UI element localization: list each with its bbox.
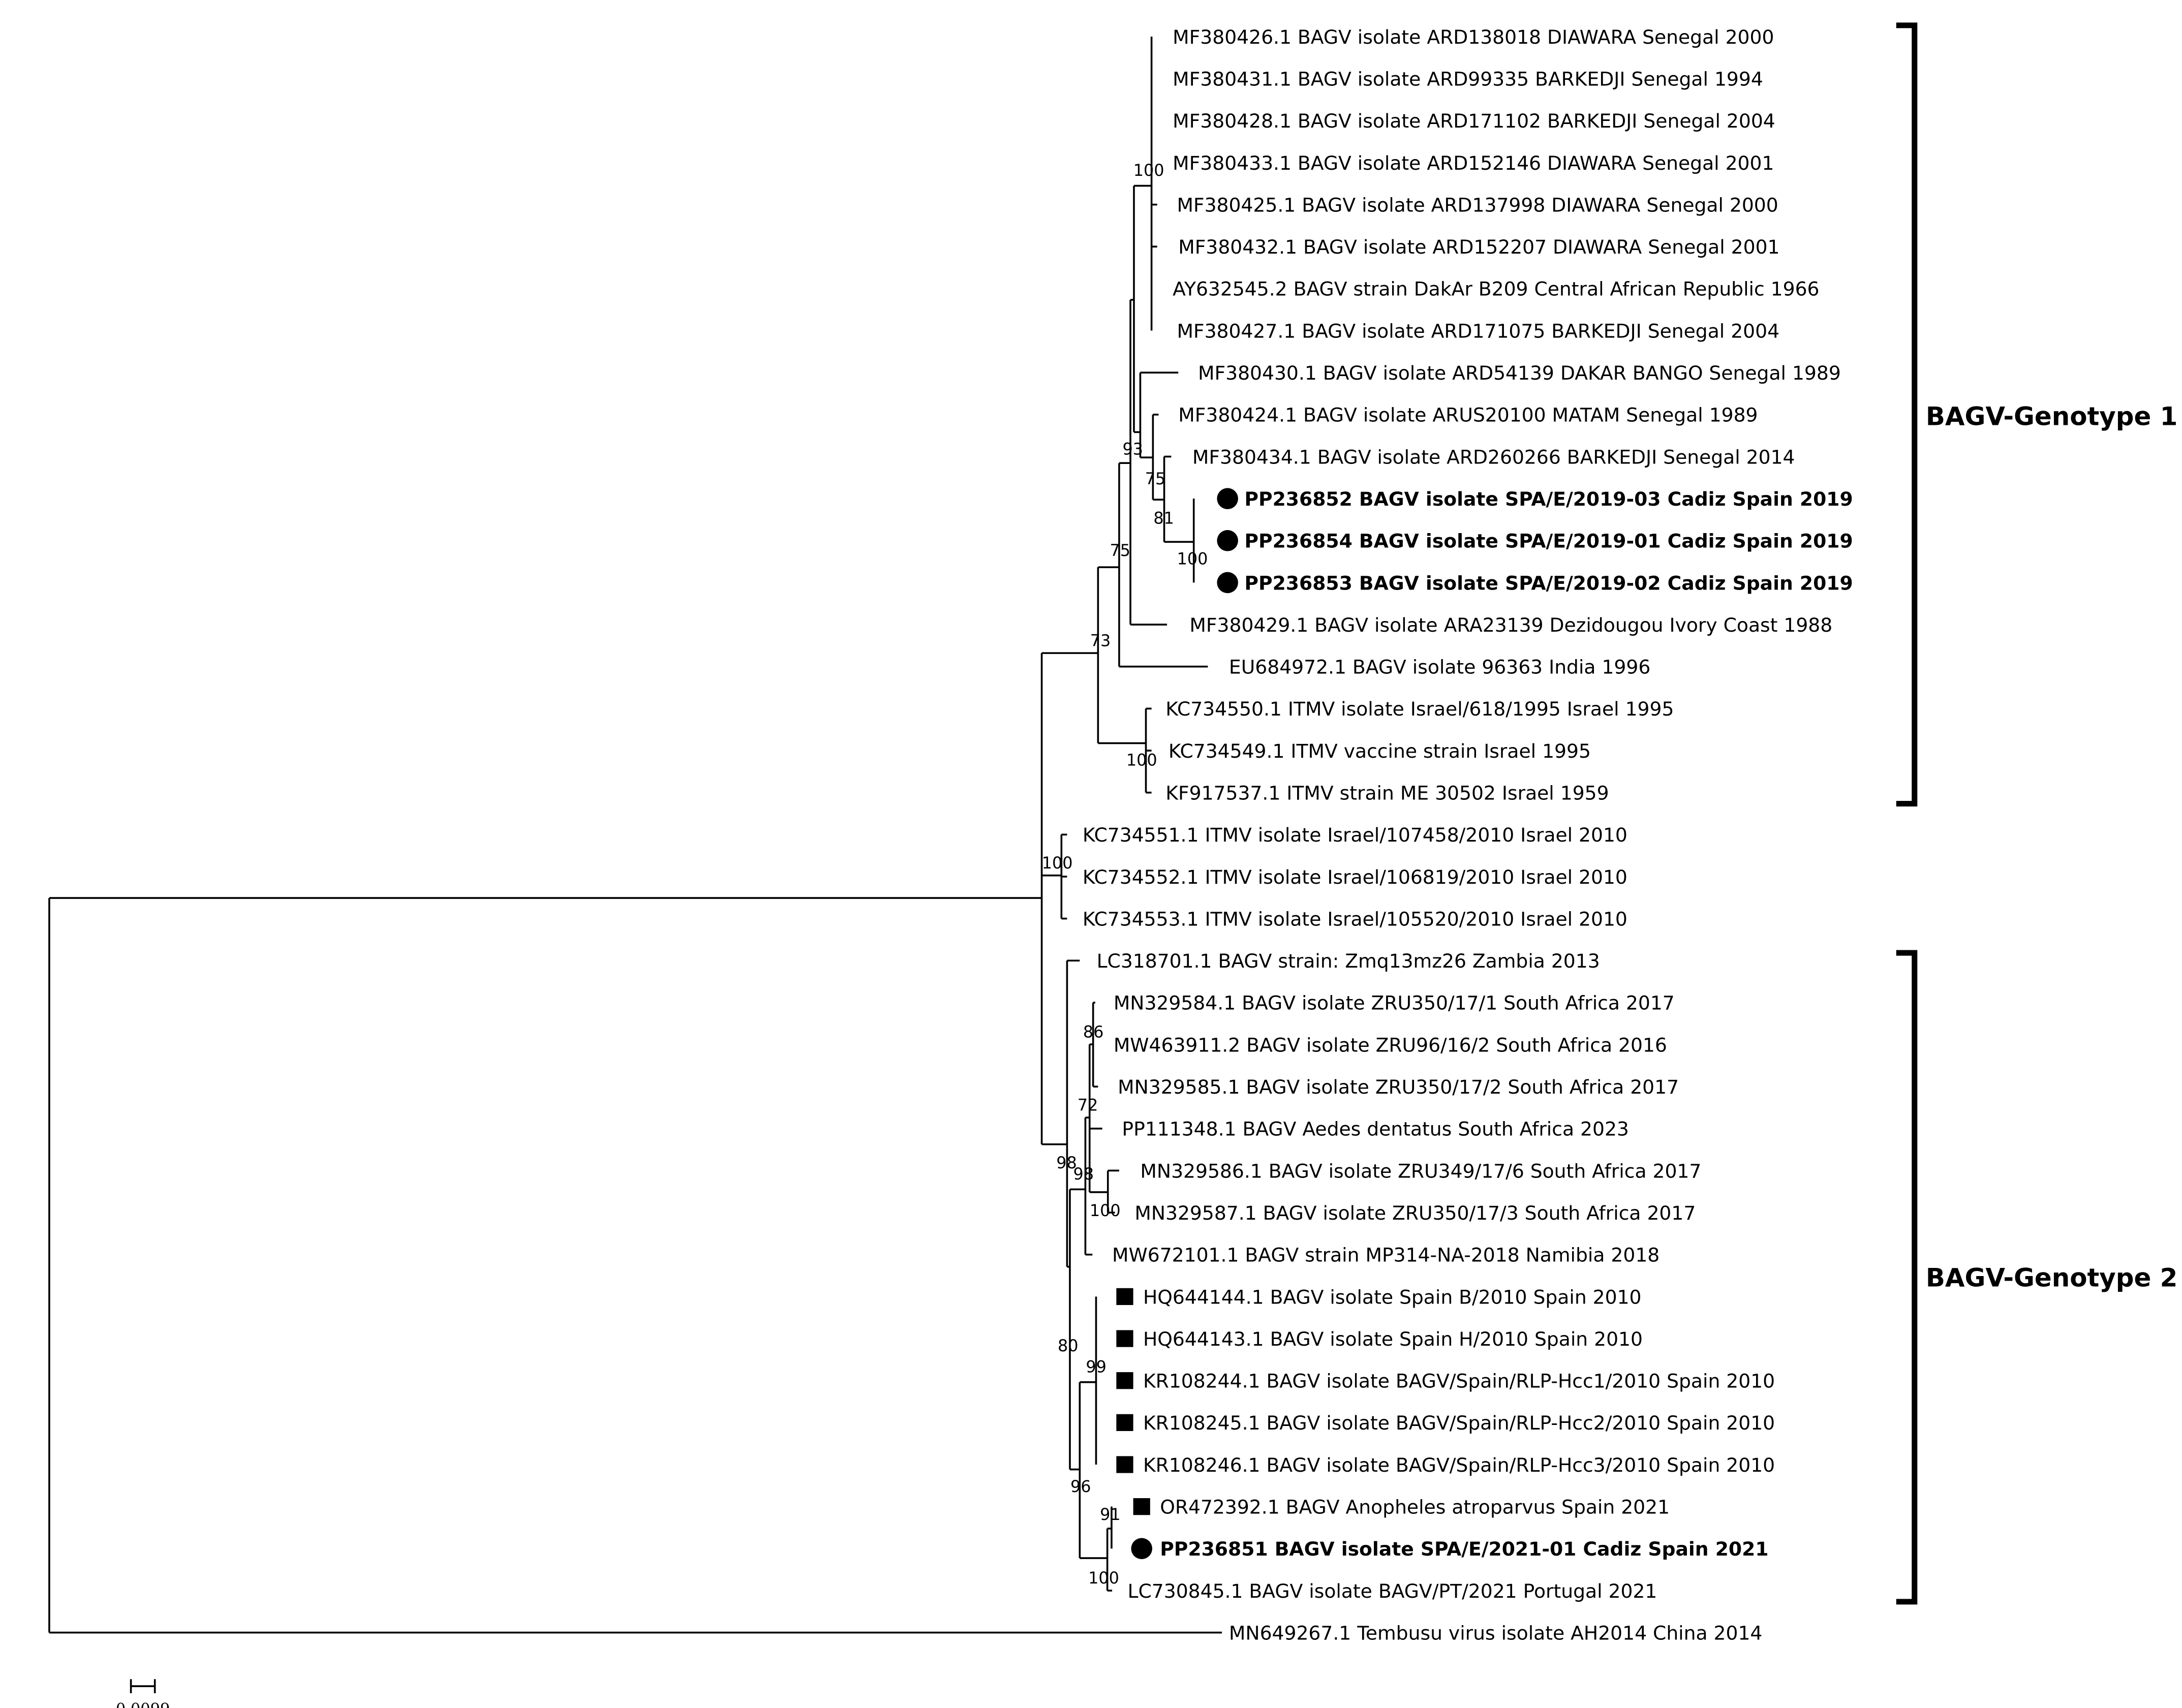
tip-label: MN329585.1 BAGV isolate ZRU350/17/2 Sout… [1118,1076,1679,1098]
scale-bar-label: 0,0099 [116,1700,170,1708]
square-marker-icon [1133,1498,1150,1515]
scale-bar: 0,0099 [116,1679,170,1708]
tip-label: MF380429.1 BAGV isolate ARA23139 Dezidou… [1189,614,1832,636]
circle-marker-icon [1217,530,1238,551]
tip-label: MF380424.1 BAGV isolate ARUS20100 MATAM … [1178,404,1758,426]
clade-label-genotype-2: BAGV-Genotype 2 [1926,1263,2177,1292]
tip-label: KC734551.1 ITMV isolate Israel/107458/20… [1083,824,1627,846]
tip-label: PP236852 BAGV isolate SPA/E/2019-03 Cadi… [1244,488,1853,510]
tip-label: KF917537.1 ITMV strain ME 30502 Israel 1… [1165,782,1609,804]
tip-label: EU684972.1 BAGV isolate 96363 India 1996 [1229,656,1650,678]
tip-markers [1116,488,1238,1560]
bootstrap-value: 100 [1088,1568,1119,1588]
circle-marker-icon [1217,488,1238,509]
clade-bracket-genotype-1 [1896,22,1918,807]
bootstrap-value: 80 [1058,1336,1079,1355]
tip-label: KC734549.1 ITMV vaccine strain Israel 19… [1169,740,1591,762]
tip-label: LC730845.1 BAGV isolate BAGV/PT/2021 Por… [1128,1580,1657,1602]
tip-label: KR108245.1 BAGV isolate BAGV/Spain/RLP-H… [1143,1412,1775,1434]
tip-label: HQ644144.1 BAGV isolate Spain B/2010 Spa… [1143,1286,1642,1308]
square-marker-icon [1116,1372,1133,1389]
tip-label: PP236851 BAGV isolate SPA/E/2021-01 Cadi… [1160,1538,1768,1560]
square-marker-icon [1116,1288,1133,1306]
clade-genotype-2: BAGV-Genotype 2 [1896,950,2177,1605]
bootstrap-value: 99 [1086,1357,1107,1376]
bootstrap-value: 96 [1070,1477,1091,1496]
tip-label: MF380432.1 BAGV isolate ARD152207 DIAWAR… [1178,236,1779,258]
tip-label: KR108246.1 BAGV isolate BAGV/Spain/RLP-H… [1143,1454,1775,1476]
tip-labels: MF380426.1 BAGV isolate ARD138018 DIAWAR… [1083,26,1853,1644]
bootstrap-value: 100 [1126,751,1157,770]
bootstrap-value: 72 [1078,1095,1098,1114]
tip-label: OR472392.1 BAGV Anopheles atroparvus Spa… [1160,1496,1670,1518]
square-marker-icon [1116,1456,1133,1473]
tip-label: MF380433.1 BAGV isolate ARD152146 DIAWAR… [1173,152,1774,174]
bootstrap-value: 100 [1090,1201,1121,1220]
bootstrap-value: 100 [1042,853,1073,873]
tip-label: MW672101.1 BAGV strain MP314-NA-2018 Nam… [1112,1244,1659,1266]
tip-label: PP111348.1 BAGV Aedes dentatus South Afr… [1122,1118,1628,1140]
bootstrap-value: 75 [1145,469,1166,488]
bootstrap-value: 81 [1153,508,1174,527]
tip-label: PP236854 BAGV isolate SPA/E/2019-01 Cadi… [1244,530,1853,552]
tip-label: MN329584.1 BAGV isolate ZRU350/17/1 Sout… [1114,992,1675,1014]
tip-label: MF380431.1 BAGV isolate ARD99335 BARKEDJ… [1173,68,1763,90]
tip-label: MF380434.1 BAGV isolate ARD260266 BARKED… [1192,446,1795,468]
square-marker-icon [1116,1414,1133,1431]
tip-label: MN329587.1 BAGV isolate ZRU350/17/3 Sout… [1134,1202,1696,1224]
tip-label: MN649267.1 Tembusu virus isolate AH2014 … [1229,1622,1762,1644]
bootstrap-value: 91 [1100,1505,1121,1524]
bootstrap-value: 73 [1090,631,1111,650]
tree-branches [48,37,1222,1634]
bootstrap-value: 98 [1056,1153,1077,1172]
bootstrap-value: 75 [1110,541,1131,560]
bootstrap-labels: 1009375811007573100100989886721008099969… [1042,161,1208,1588]
tip-label: HQ644143.1 BAGV isolate Spain H/2010 Spa… [1143,1328,1643,1350]
bootstrap-value: 98 [1073,1164,1094,1184]
circle-marker-icon [1131,1538,1152,1560]
tip-label: AY632545.2 BAGV strain DakAr B209 Centra… [1173,278,1819,300]
bootstrap-value: 100 [1133,161,1164,180]
bootstrap-value: 86 [1083,1022,1104,1041]
tip-label: KC734553.1 ITMV isolate Israel/105520/20… [1083,908,1627,930]
tip-label: MF380426.1 BAGV isolate ARD138018 DIAWAR… [1173,26,1774,48]
tip-label: MF380428.1 BAGV isolate ARD171102 BARKED… [1173,110,1775,132]
scale-bar-line [130,1679,156,1693]
tip-label: KR108244.1 BAGV isolate BAGV/Spain/RLP-H… [1143,1370,1775,1392]
tip-label: MF380430.1 BAGV isolate ARD54139 DAKAR B… [1198,362,1841,384]
tip-label: KC734552.1 ITMV isolate Israel/106819/20… [1083,866,1627,888]
tip-label: MN329586.1 BAGV isolate ZRU349/17/6 Sout… [1140,1160,1701,1182]
bootstrap-value: 93 [1122,440,1143,459]
tip-label: MF380425.1 BAGV isolate ARD137998 DIAWAR… [1177,194,1778,216]
circle-marker-icon [1217,572,1238,594]
square-marker-icon [1116,1330,1133,1347]
tip-label: LC318701.1 BAGV strain: Zmq13mz26 Zambia… [1097,950,1600,972]
tip-label: KC734550.1 ITMV isolate Israel/618/1995 … [1165,698,1674,720]
tip-label: MW463911.2 BAGV isolate ZRU96/16/2 South… [1114,1034,1667,1056]
clade-genotype-1: BAGV-Genotype 1 [1896,22,2177,807]
tip-label: MF380427.1 BAGV isolate ARD171075 BARKED… [1177,320,1779,342]
clade-label-genotype-1: BAGV-Genotype 1 [1926,401,2177,431]
bootstrap-value: 100 [1177,549,1208,569]
tip-label: PP236853 BAGV isolate SPA/E/2019-02 Cadi… [1244,572,1853,594]
clade-bracket-genotype-2 [1896,950,1918,1605]
